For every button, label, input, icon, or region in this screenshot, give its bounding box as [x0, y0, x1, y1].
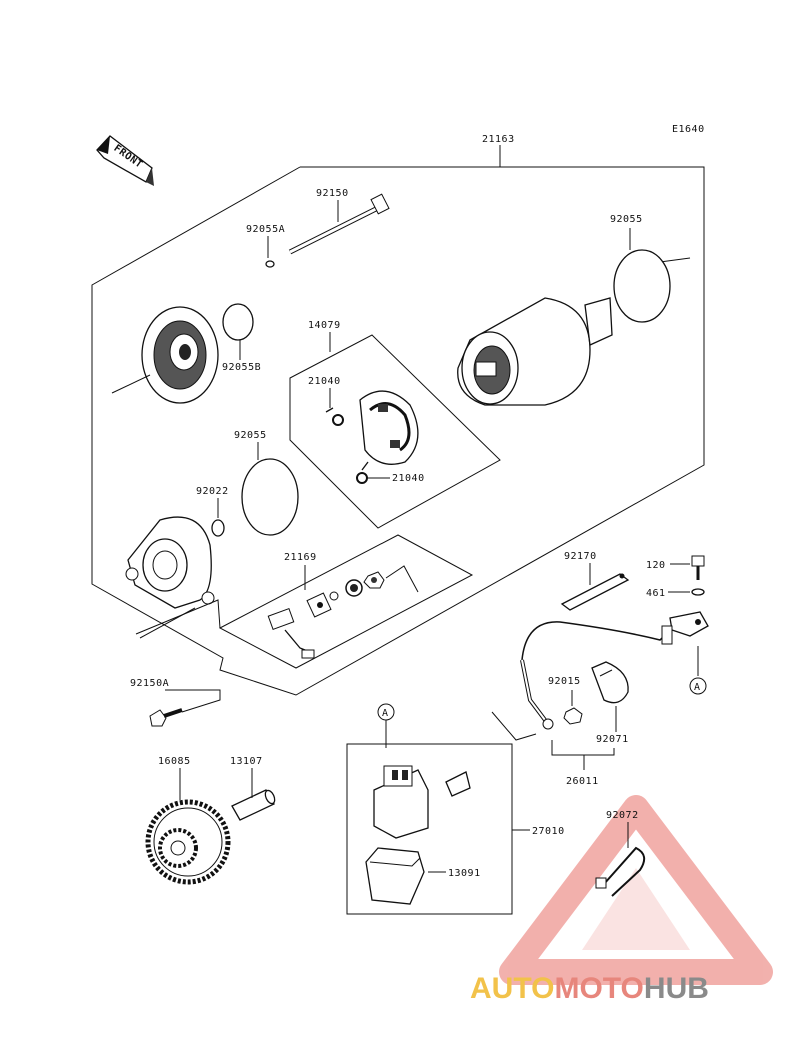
- starter-relay: [373, 765, 471, 839]
- through-bolt: [288, 193, 390, 255]
- watermark-text: AUTOMOTOHUB: [470, 972, 709, 1005]
- relay-box: [346, 743, 513, 915]
- gear-shaft: [231, 789, 276, 821]
- brush-kit-box: [218, 534, 474, 669]
- callout-starter-assy: 21163: [482, 134, 515, 145]
- lead-wire: [520, 611, 709, 730]
- spring-bottom: [356, 461, 369, 484]
- callout-shaft: 13107: [230, 756, 263, 767]
- callout-cable: 92170: [564, 551, 597, 562]
- callout-brush-kit: 21169: [284, 552, 317, 563]
- callout-band: 92072: [606, 810, 639, 821]
- watermark-part2: MOTO: [554, 972, 643, 1005]
- front-cover: [111, 306, 219, 404]
- rear-cover: [125, 516, 215, 609]
- callout-bolt-small: 120: [646, 560, 666, 571]
- front-arrow-icon: FRONT: [96, 135, 154, 186]
- bolt-a: [149, 708, 183, 727]
- brush-kit-parts: [267, 565, 419, 659]
- callout-oring-mid: 92055: [234, 430, 267, 441]
- motor-yoke: [457, 257, 691, 406]
- callout-oring-a: 92055A: [246, 224, 285, 235]
- watermark-part1: AUTO: [470, 972, 554, 1005]
- assembly-outline: [91, 166, 705, 696]
- nut: [563, 707, 583, 725]
- ref-a-right-label: A: [694, 682, 701, 693]
- spring-top: [325, 407, 344, 426]
- bolt-small: [691, 555, 705, 580]
- relay-cover: [365, 847, 425, 905]
- callout-bolt-a: 92150A: [130, 678, 169, 689]
- callout-gear: 16085: [158, 756, 191, 767]
- band-clamp: [595, 846, 646, 897]
- callout-lead: 26011: [566, 776, 599, 787]
- callout-oring-b: 92055B: [222, 362, 261, 373]
- callout-relay-cover: 13091: [448, 868, 481, 879]
- starter-gear: [145, 799, 231, 885]
- diagram-code: E1640: [672, 124, 705, 135]
- callout-oring-top: 92055: [610, 214, 643, 225]
- callout-spring-bottom: 21040: [392, 473, 425, 484]
- callout-bolt: 92150: [316, 188, 349, 199]
- callout-cap: 92071: [596, 734, 629, 745]
- callout-washer-small: 461: [646, 588, 666, 599]
- ref-a-left: A: [377, 703, 395, 748]
- brush-holder-plate: [359, 390, 419, 465]
- ref-a-right: A: [689, 646, 707, 695]
- ref-a-left-label: A: [382, 708, 389, 719]
- brush-holder-box: [289, 334, 501, 529]
- callout-nut: 92015: [548, 676, 581, 687]
- callout-washer: 92022: [196, 486, 229, 497]
- callout-brush-holder: 14079: [308, 320, 341, 331]
- cable: [560, 573, 630, 611]
- terminal-cap: [591, 661, 629, 704]
- callout-spring-top: 21040: [308, 376, 341, 387]
- callout-relay-assy: 27010: [532, 826, 565, 837]
- watermark-logo: [499, 795, 773, 985]
- watermark-part3: HUB: [644, 972, 709, 1005]
